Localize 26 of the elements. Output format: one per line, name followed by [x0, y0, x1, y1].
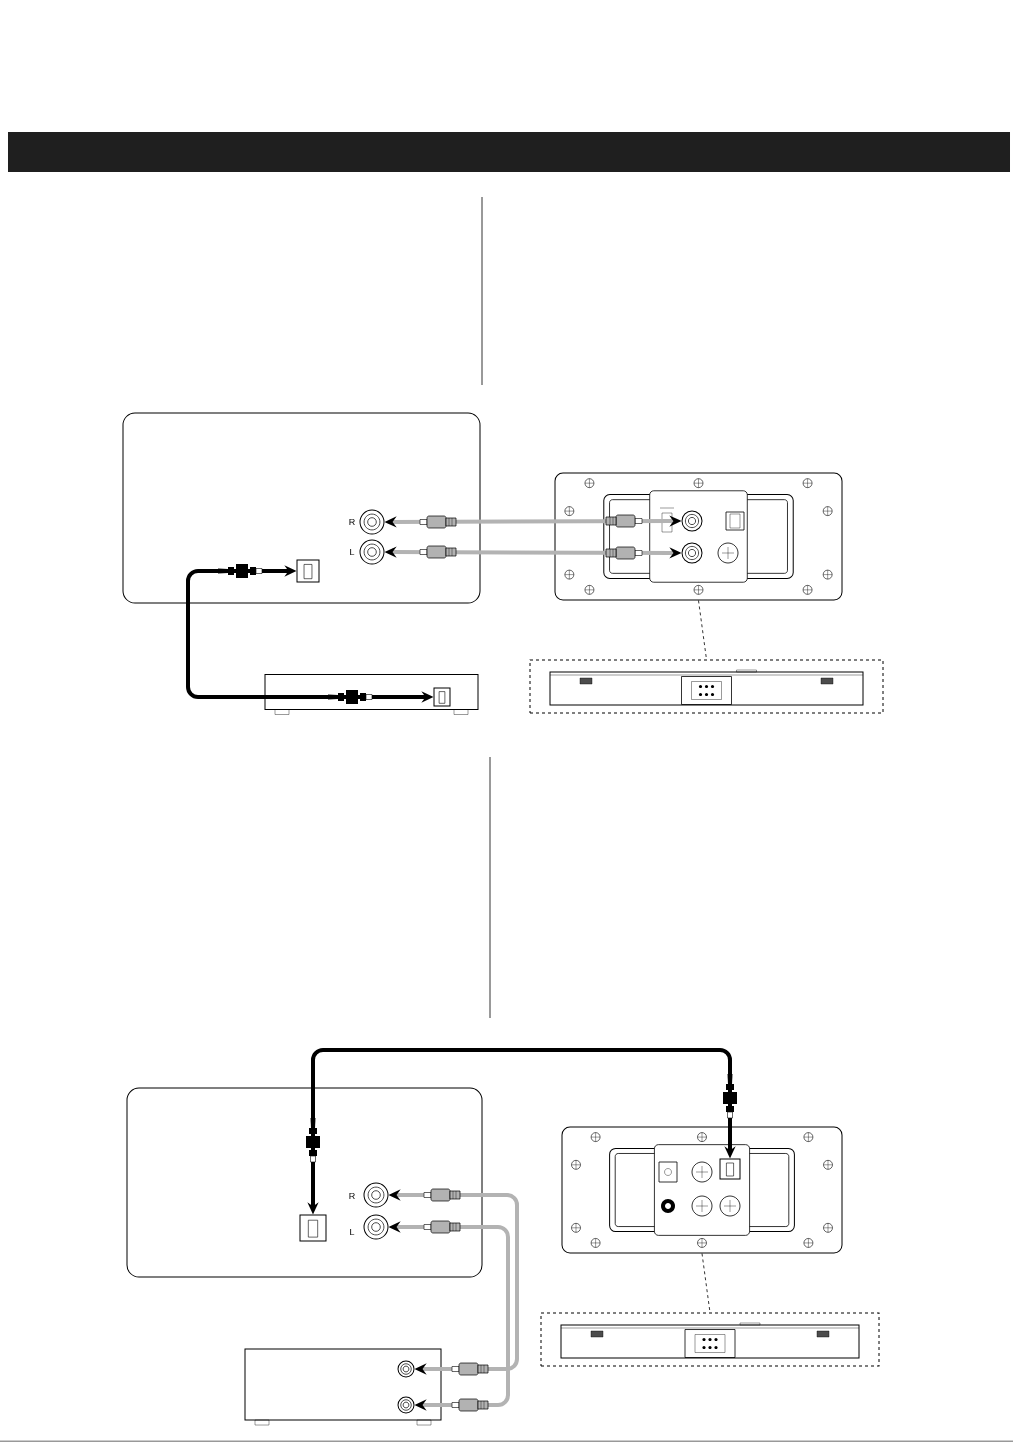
jack-label: R — [349, 518, 355, 526]
jack-label: R — [349, 1192, 355, 1200]
jack-label: L — [350, 1228, 355, 1236]
soundbar-outline — [540, 1312, 880, 1367]
jack — [359, 509, 385, 535]
jack — [359, 539, 385, 565]
optical-port — [299, 1214, 327, 1242]
jack-label: L — [350, 548, 355, 556]
jack — [397, 1396, 415, 1414]
tv-outline — [122, 412, 481, 604]
connector-panel — [554, 472, 843, 601]
optical-port — [433, 687, 451, 707]
tv-outline — [126, 1087, 483, 1278]
jack — [363, 1182, 389, 1208]
leader-line — [701, 1253, 711, 1313]
jack — [681, 510, 703, 532]
device-box — [244, 1348, 442, 1426]
optical-port — [296, 559, 320, 583]
leader-line — [698, 600, 707, 660]
jack — [363, 1214, 389, 1240]
optical-port — [719, 1158, 741, 1180]
connector-panel — [561, 1126, 843, 1254]
soundbar-outline — [529, 659, 884, 714]
jack — [397, 1360, 415, 1378]
jack — [681, 542, 703, 564]
device-box — [264, 674, 479, 715]
